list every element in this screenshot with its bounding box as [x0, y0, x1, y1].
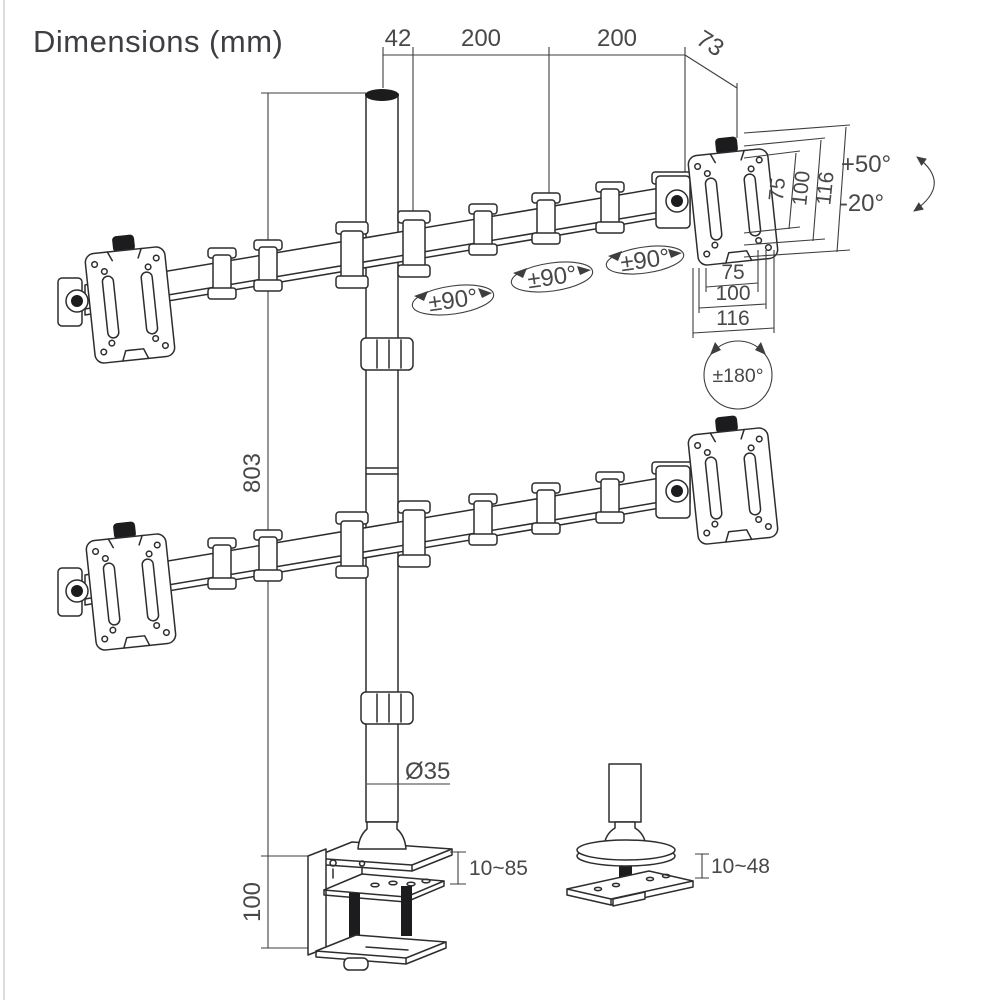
dim-pole-offset-label: 42	[385, 25, 412, 52]
pole-diameter-callout: Ø35	[367, 758, 450, 785]
main-pole	[360, 89, 414, 823]
clamp-height-dimension	[261, 856, 313, 949]
clamp-range-dimension: 10~85	[450, 851, 528, 885]
desk-clamp	[307, 841, 453, 971]
swivel-annotation-3: ±90°	[605, 244, 685, 278]
dim-head-offset-label: 73	[692, 25, 729, 62]
vesa-horizontal-dimensions: 75 100 116	[692, 250, 775, 338]
grommet-range-label: 10~48	[711, 855, 770, 878]
pole-diameter-label: Ø35	[405, 758, 450, 785]
dim-arm-segment-1-label: 200	[461, 25, 501, 52]
dim-arm-segment-2-label: 200	[597, 25, 637, 52]
pole-collar-upper	[360, 337, 414, 371]
vesa-vert-plate-size-label: 116	[812, 170, 838, 206]
tilt-up-label: +50°	[841, 151, 891, 178]
vesa-horiz-hole-spacing-label: 75	[721, 261, 744, 284]
swivel-1-label: ±90°	[427, 284, 480, 318]
vesa-vert-hole-spacing-label: 75	[765, 177, 790, 203]
swivel-2-label: ±90°	[526, 261, 579, 295]
clamp-height-label: 100	[239, 882, 266, 922]
swivel-3-label: ±90°	[619, 244, 672, 278]
vesa-vertical-dimensions: 75 100 116	[743, 124, 851, 258]
pole-clamp-left-lower	[335, 511, 369, 579]
rotation-annotation: ±180°	[703, 340, 773, 410]
rotate-180-label: ±180°	[712, 365, 763, 387]
vesa-horiz-slot-span-label: 100	[715, 282, 750, 305]
tilt-down-label: -20°	[840, 190, 884, 217]
vesa-plate-upper-left	[82, 230, 177, 365]
pole-joint-line	[365, 467, 399, 475]
grommet-range-dimension: 10~48	[695, 853, 770, 879]
vesa-horiz-plate-size-label: 116	[716, 307, 749, 330]
vesa-plate-lower-right	[685, 411, 780, 546]
pole-clamp-right-upper	[397, 210, 431, 278]
lower-arm-left-pivot	[57, 567, 89, 617]
vesa-vert-slot-span-label: 100	[788, 170, 815, 207]
pole-clamp-right-lower	[397, 500, 431, 568]
pole-height-label: 803	[239, 453, 266, 493]
upper-arm-right-pivot	[651, 171, 695, 229]
pole-height-dimension	[261, 92, 366, 857]
lower-arm	[57, 461, 695, 617]
lower-arm-right-pivot	[651, 461, 695, 519]
clamp-range-label: 10~85	[469, 857, 528, 880]
upper-arm-left-pivot	[57, 277, 89, 327]
pole-base-bell	[357, 821, 407, 850]
page-title: Dimensions (mm)	[33, 24, 284, 59]
pole-collar-lower	[360, 691, 414, 725]
swivel-annotation-1: ±90°	[411, 284, 495, 318]
grommet-mount	[566, 763, 694, 907]
swivel-annotation-2: ±90°	[510, 261, 594, 295]
vesa-plate-lower-left	[83, 517, 178, 652]
tilt-annotation: +50° -20°	[840, 151, 935, 217]
pole-clamp-left-upper	[335, 221, 369, 289]
upper-arm	[57, 171, 695, 327]
